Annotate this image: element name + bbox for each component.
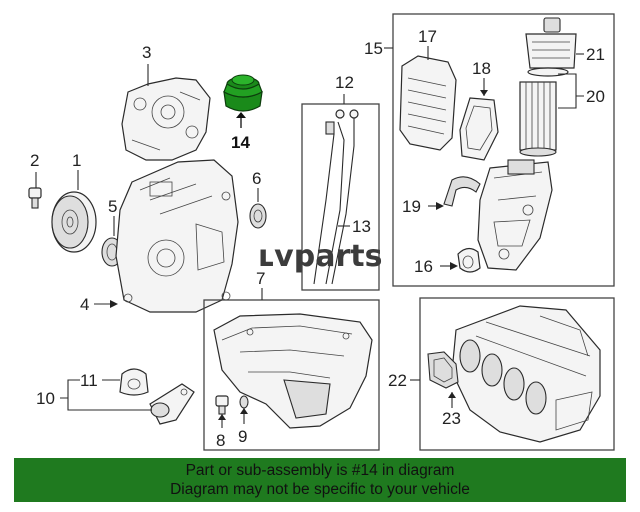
part-19-hose [428, 176, 481, 210]
callout-19[interactable]: 19 [402, 197, 421, 216]
callout-5[interactable]: 5 [108, 197, 117, 216]
callout-16[interactable]: 16 [414, 257, 433, 276]
part-4-front-cover [94, 159, 239, 313]
banner-line-1: Part or sub-assembly is #14 in diagram [185, 462, 455, 479]
callout-12[interactable]: 12 [335, 73, 354, 92]
callout-17[interactable]: 17 [418, 27, 437, 46]
frame-dipstick [301, 103, 380, 291]
part-20-filter-element [519, 67, 584, 157]
part-17-oil-cooler [399, 46, 457, 151]
callout-10[interactable]: 10 [36, 389, 55, 408]
watermark-logo: ʟvparts [258, 239, 382, 274]
svg-text:ʟvparts: ʟvparts [258, 239, 382, 274]
part-3-cover [121, 64, 211, 161]
callout-21[interactable]: 21 [586, 45, 605, 64]
info-banner: Part or sub-assembly is #14 in diagram D… [14, 458, 626, 502]
callout-2[interactable]: 2 [30, 151, 39, 170]
part-9-washer [239, 395, 249, 424]
part-21-filter-cap [525, 17, 584, 69]
part-18-gasket [459, 78, 499, 161]
callout-6[interactable]: 6 [252, 169, 261, 188]
part-2-bolt [28, 172, 42, 209]
callout-22[interactable]: 22 [388, 371, 407, 390]
part-1-pulley [51, 170, 97, 253]
callout-20[interactable]: 20 [586, 87, 605, 106]
part-12-dipstick [313, 109, 359, 285]
watermark-prefix: ʟv [258, 239, 294, 274]
frame-intake-manifold [419, 297, 615, 451]
frame-filter-housing [392, 13, 615, 287]
part-8-drain-plug [215, 395, 229, 428]
callout-9[interactable]: 9 [238, 427, 247, 446]
part-16-valve [440, 247, 481, 273]
part-filter-housing [477, 159, 553, 271]
part-23-gasket [427, 351, 459, 408]
callout-4[interactable]: 4 [80, 295, 89, 314]
part-10-bracket [149, 383, 195, 425]
callout-3[interactable]: 3 [142, 43, 151, 62]
part-7-oil-pan [213, 313, 373, 429]
part-6-seal [249, 188, 267, 229]
part-14-cap[interactable] [223, 74, 263, 128]
part-22-manifold [451, 305, 601, 443]
callout-15[interactable]: 15 [364, 39, 383, 58]
callout-18[interactable]: 18 [472, 59, 491, 78]
frame-oil-pan [203, 299, 380, 451]
callout-11[interactable]: 11 [80, 371, 98, 390]
watermark-brand: parts [294, 239, 383, 274]
callout-7[interactable]: 7 [256, 269, 265, 288]
banner-line-2: Diagram may not be specific to your vehi… [170, 481, 470, 498]
callout-1[interactable]: 1 [72, 151, 81, 170]
callout-23[interactable]: 23 [442, 409, 461, 428]
callout-8[interactable]: 8 [216, 431, 225, 450]
callout-13[interactable]: 13 [352, 217, 371, 236]
part-11-mount [119, 368, 149, 396]
callout-14[interactable]: 14 [231, 133, 250, 152]
